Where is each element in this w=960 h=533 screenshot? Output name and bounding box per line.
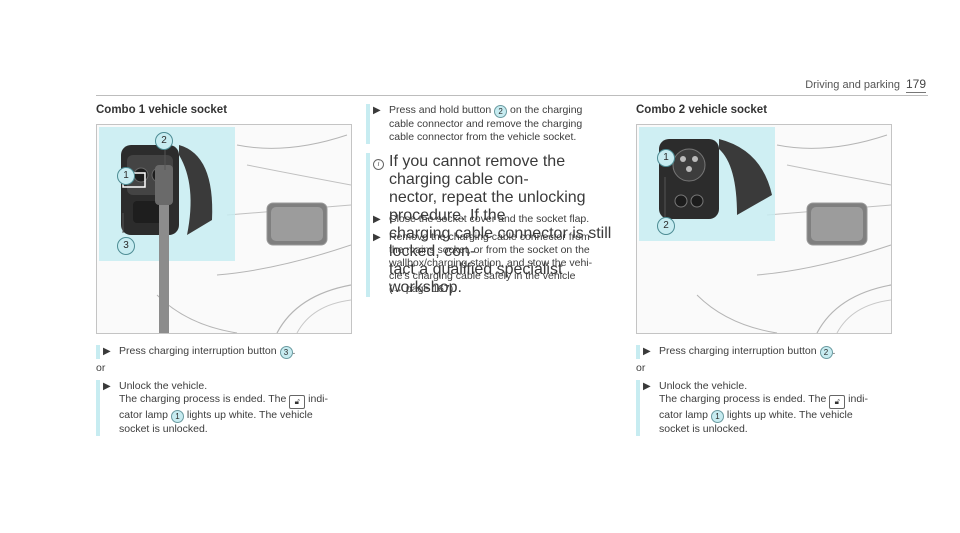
or-label: or (636, 362, 646, 374)
info-icon: i (373, 159, 384, 170)
unlock-icon: 🔓︎ (829, 395, 846, 409)
triangle-right-icon: ▶ (373, 232, 381, 243)
combo2-title: Combo 2 vehicle socket (636, 104, 768, 116)
triangle-right-icon: ▶ (643, 381, 651, 392)
callout-1: 1 (117, 167, 135, 185)
middle-note: i If you cannot remove the charging cabl… (366, 153, 628, 297)
combo1-figure: 2 1 3 (96, 124, 352, 334)
unlock-icon: 🔓︎ (289, 395, 306, 409)
header-divider (96, 95, 928, 96)
section-name: Driving and parking (805, 79, 900, 91)
triangle-right-icon: ▶ (103, 381, 111, 392)
triangle-right-icon: ▶ (373, 214, 381, 225)
combo1-title: Combo 1 vehicle socket (96, 104, 228, 116)
callout-2: 2 (155, 132, 173, 150)
page-header: Driving and parking 179 (805, 77, 926, 93)
page-number: 179 (905, 77, 926, 93)
middle-step-stow: ▶ Remove the charging cable connector fr… (366, 231, 628, 296)
callout-2: 2 (657, 217, 675, 235)
combo2-step-unlock: ▶ Unlock the vehicle. The charging proce… (636, 380, 896, 436)
ref-badge: 3 (279, 346, 293, 359)
callout-3: 3 (117, 237, 135, 255)
combo1-step-unlock: ▶ Unlock the vehicle. The charging proce… (96, 380, 356, 436)
combo2-illustration (637, 125, 891, 333)
ref-badge: 2 (494, 105, 508, 118)
combo1-step-interrupt: ▶ Press charging interruption button 3. (96, 345, 356, 359)
ref-badge: 1 (170, 410, 184, 423)
ref-badge: 2 (819, 346, 833, 359)
ref-badge: 1 (710, 410, 724, 423)
triangle-right-icon: ▶ (643, 346, 651, 357)
callout-1: 1 (657, 149, 675, 167)
combo1-illustration (97, 125, 351, 333)
or-label: or (96, 362, 106, 374)
triangle-right-icon: ▶ (373, 105, 381, 116)
middle-step-close: ▶ Close the socket cover and the socket … (366, 213, 628, 226)
middle-step-remove: ▶ Press and hold button 2 on the chargin… (366, 104, 628, 144)
triangle-right-icon: ▶ (103, 346, 111, 357)
combo2-figure: 1 2 (636, 124, 892, 334)
combo2-step-interrupt: ▶ Press charging interruption button 2. (636, 345, 896, 359)
